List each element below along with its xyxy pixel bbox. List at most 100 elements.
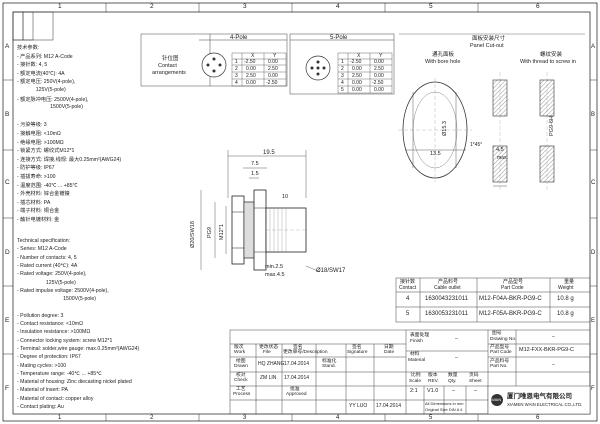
tb-rev-cn: 版本 (428, 373, 438, 378)
t5-r4-y: -2.50 (372, 79, 384, 86)
spec-line: - Pollution degree: 3 (17, 312, 64, 319)
col-number-4: 4 (336, 3, 340, 10)
col-number-6: 6 (536, 3, 540, 10)
spec-line: - 产品系列: M12 A-Code (17, 53, 73, 60)
t4-r2-n: 2 (235, 65, 238, 72)
spec-line: 125V(5-pole) (17, 279, 76, 286)
tb-qty-val: – (452, 388, 456, 394)
spec-line: - Degree of protection: IP67 (17, 354, 81, 361)
row-letter-e-right: E (591, 318, 596, 324)
row-letter-d-right: D (591, 250, 596, 256)
parts-r2-weight: 10.8 g (557, 311, 574, 317)
parts-head-code-en: Part Code (501, 285, 524, 291)
t5-r4-x: 0.00 (352, 79, 362, 86)
t4-r3-n: 3 (235, 72, 238, 79)
tb-note-size: Original Size DIN A 4 (425, 407, 463, 412)
tb-drawn-cn: 绘图 (236, 359, 246, 364)
parts-r2-cable: 1630053231011 (425, 311, 468, 317)
tb-drawn-en: Drawn (234, 364, 248, 369)
spec-line: Technical specification: (17, 238, 71, 244)
t5-r2-x: 0.00 (352, 65, 362, 72)
company-logo-text: WAIN (491, 397, 502, 402)
row-letter-a-right: A (591, 44, 596, 50)
tb-head-sig-cn: 签名 (293, 345, 303, 350)
tb-part-code-en: Part Code (490, 350, 512, 355)
company-name-en: XIAMEN WAIN ELECTRICAL CO.,LTD. (507, 402, 583, 407)
pinout-5pole-title: 5-Pole (330, 35, 348, 41)
col-number-2-bottom: 2 (150, 415, 154, 421)
t4-head-y: Y (273, 53, 277, 59)
panel-dim-max-label: max. (497, 155, 508, 161)
spec-line: - Connector locking system: screw M12*1 (17, 337, 113, 344)
dim-total-length: 19.5 (263, 150, 275, 156)
spec-line: - 温度范围: -40℃ ... +85℃ (17, 182, 78, 189)
parts-r1-code: M12-F04A-BKR-PG9-C (479, 296, 542, 302)
spec-line: - Mating cycles: >100 (17, 362, 67, 369)
col-number-5-bottom: 5 (429, 415, 433, 421)
row-letter-e: E (5, 317, 10, 324)
col-number-1: 1 (58, 3, 62, 10)
spec-line: - 接触电阻: <10mΩ (17, 131, 61, 137)
t4-r1-x: -2.50 (244, 59, 256, 65)
row-letter-f: F (5, 385, 9, 392)
panel-right-en: With thread to screw in (520, 59, 576, 65)
spec-line: - Series: M12 A-Code (17, 246, 67, 253)
tb-head-desc: 更改单号/Description (283, 350, 328, 355)
panel-title-cn: 面板安装尺寸 (472, 36, 506, 42)
tb-note-dimensions: All Dimensions in mm (425, 401, 464, 406)
tb-material-val: – (455, 355, 458, 361)
tb-approved-cn: 批准 (290, 387, 300, 392)
spec-line: - Rated current (40℃): 4A (17, 262, 78, 269)
row-letter-f-right: F (591, 386, 595, 392)
parts-head-cable-en: Cable outlet (434, 285, 461, 291)
t4-r4-y: -2.50 (266, 79, 278, 86)
tb-sheet-val: – (474, 388, 478, 394)
tb-head-work-cn: 版次 (234, 345, 244, 350)
company-cell (487, 385, 591, 415)
t5-r5-y: 0.00 (374, 86, 384, 93)
tb-sheet-cn: 页码 (469, 373, 479, 378)
parts-r1-cable: 1630043231011 (425, 296, 468, 302)
tb-drawing-no-val: – (552, 334, 555, 340)
t4-r1-y: 0.00 (268, 59, 278, 65)
row-letter-d: D (5, 249, 10, 256)
tb-scale-cn: 比例 (411, 373, 421, 378)
t4-r3-x: 2.50 (246, 72, 256, 79)
t5-r1-n: 1 (341, 59, 344, 65)
spec-line: - 外壳材料: 锌合金镀镍 (17, 191, 70, 198)
tb-process-en: Process (233, 392, 251, 397)
t5-r3-n: 3 (341, 72, 344, 79)
row-letter-b-right: B (591, 112, 596, 118)
row-letter-c: C (5, 179, 10, 186)
tb-stand-cn: 标准化 (322, 359, 337, 364)
pin-face-4pole (201, 52, 227, 78)
tb-check-cn: 校对 (236, 373, 246, 378)
spec-line: - Contact resistance: <10mΩ (17, 321, 84, 327)
connector-side-view (200, 150, 321, 273)
panel-left-cn: 通孔面板 (432, 52, 455, 58)
spec-line: - 锁紧方式: 螺纹式M12*1 (17, 148, 75, 155)
tb-drawn-date: 17.04.2014 (284, 361, 310, 367)
spec-line: 1500V(5-pole) (17, 296, 96, 303)
company-logo-icon (491, 394, 503, 406)
dim-min25: min.2.5 (265, 264, 284, 270)
spec-line: - 防护等级: IP67 (17, 165, 55, 172)
t5-r1-x: -2.50 (350, 59, 362, 65)
t5-r3-y: 0.00 (374, 72, 384, 79)
tb-finish-en: Finish (410, 339, 423, 344)
spec-line: - 绝缘电阻: >100MΩ (17, 139, 64, 146)
col-number-3: 3 (243, 3, 247, 10)
pinout-panel (140, 33, 288, 87)
parts-head-weight-en: Weight (558, 285, 574, 291)
tb-rev-en: REV. (428, 379, 439, 384)
spec-line: - 污染等级: 3 (17, 122, 47, 129)
tb-check-en: Check (234, 378, 248, 383)
spec-line: - 额定脉冲电压: 2500V(4-pole), (17, 96, 89, 103)
t4-r3-y: 0.00 (268, 72, 278, 79)
company-name-cn: 厦门唯恩电气有限公司 (507, 393, 572, 400)
corner-stamp (12, 11, 54, 41)
parts-r2-code: M12-F05A-BKR-PG9-C (479, 311, 542, 317)
parts-head-cable-cn: 产品料号 (438, 279, 459, 285)
title-block-grid (229, 329, 591, 415)
